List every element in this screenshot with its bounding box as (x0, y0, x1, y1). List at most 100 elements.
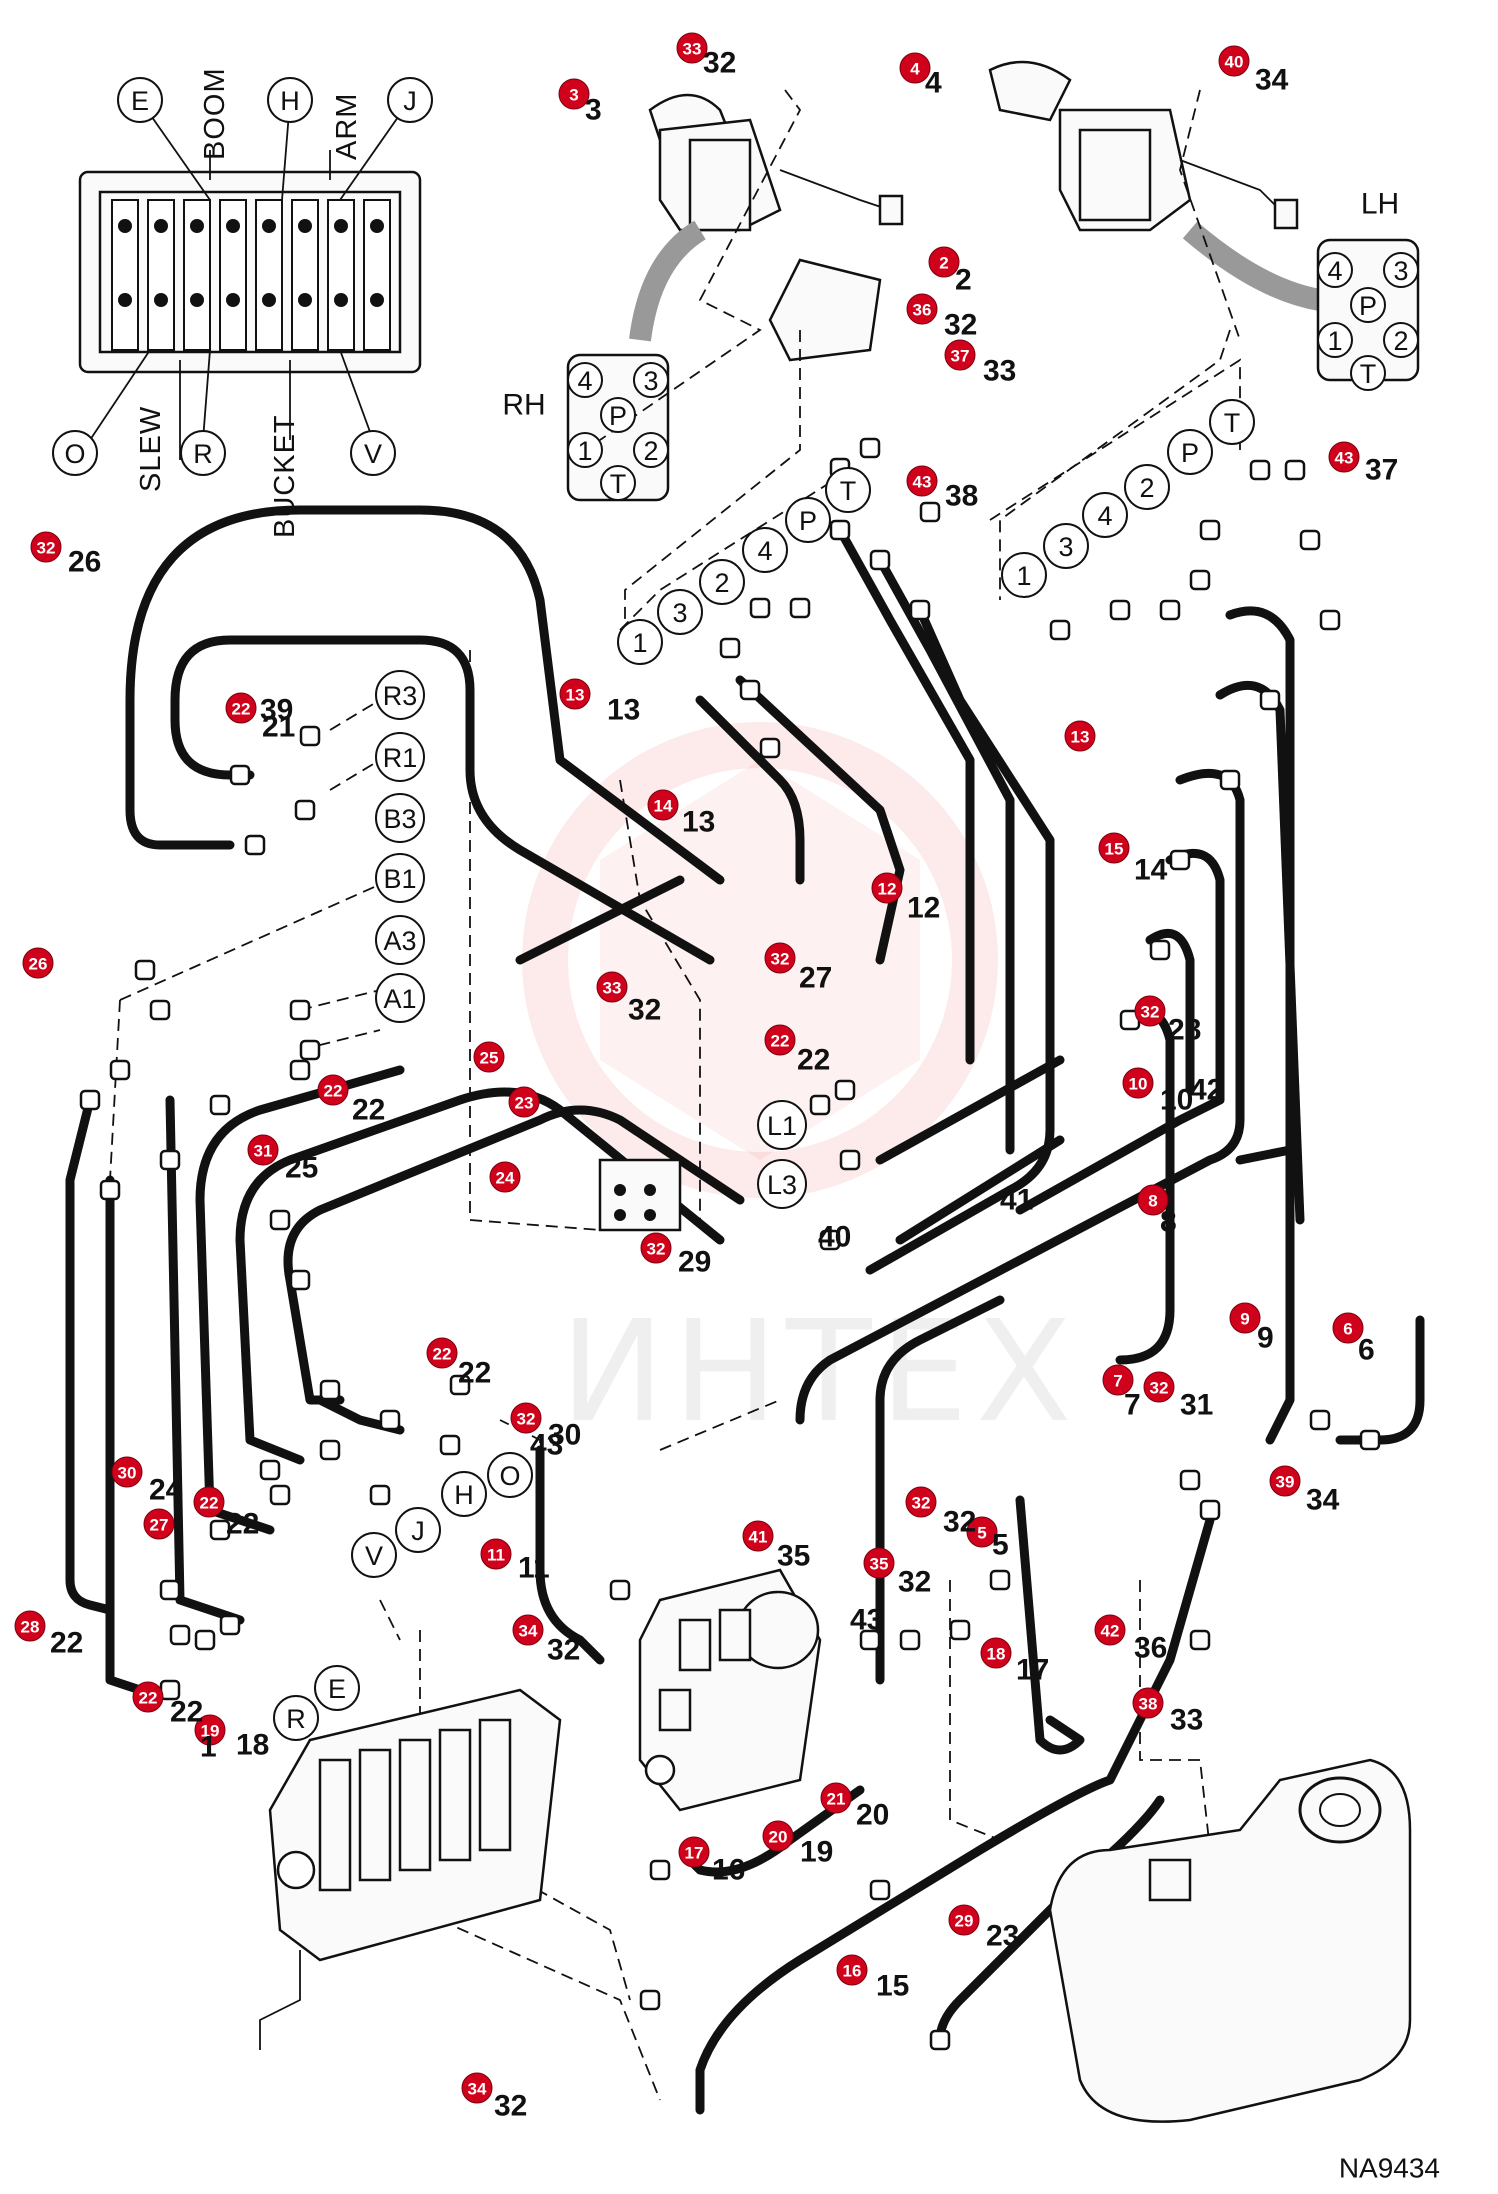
callout-disc (863, 1547, 895, 1579)
callout-number: 4 (910, 60, 920, 79)
hose-fitting (859, 437, 881, 459)
part-number-label: 24 (149, 1474, 183, 1507)
rh-port-1-ring (657, 589, 703, 635)
callout-marker: 2 (928, 246, 960, 278)
callout-number: 7 (1113, 1372, 1122, 1391)
callout-disc (1064, 720, 1096, 752)
part-number-label: 22 (458, 1357, 491, 1390)
callout-disc (111, 1456, 143, 1488)
callout-disc (1269, 1465, 1301, 1497)
hose-fitting (319, 1439, 341, 1461)
callout-disc (194, 1714, 226, 1746)
callout-disc (980, 1637, 1012, 1669)
callout-marker: 33 (676, 32, 708, 64)
callout-marker: 43 (906, 465, 938, 497)
callout-disc (676, 32, 708, 64)
callout-marker: 29 (948, 1904, 980, 1936)
valve-port-3: O (64, 439, 85, 469)
callout-marker: 3 (558, 78, 590, 110)
hose-fitting (134, 959, 156, 981)
part-number-label: 34 (1306, 1484, 1340, 1517)
callout-number: 22 (433, 1345, 452, 1364)
callout-disc (1122, 1067, 1154, 1099)
callout-disc (764, 1024, 796, 1056)
rh-pin-1: 3 (643, 366, 658, 396)
lh-port-2: 4 (1097, 501, 1112, 531)
part-number-label: 32 (703, 47, 736, 80)
lh-pin-3: 1 (1327, 326, 1342, 356)
hose-tag-mid-1: L3 (767, 1170, 797, 1200)
callout-number: 22 (139, 1689, 158, 1708)
callout-number: 33 (683, 40, 702, 59)
callout-disc (1102, 1364, 1134, 1396)
lh-port-0: 1 (1016, 561, 1031, 591)
callout-marker: 28 (14, 1610, 46, 1642)
hose-fitting (829, 519, 851, 541)
callout-marker: 22 (132, 1681, 164, 1713)
hose-fitting (869, 549, 891, 571)
callout-marker: 22 (193, 1486, 225, 1518)
hose-tag-lower-4: E (328, 1674, 346, 1704)
callout-disc (742, 1520, 774, 1552)
callout-marker: 13 (1064, 720, 1096, 752)
callout-number: 32 (37, 539, 56, 558)
hose-fitting (909, 599, 931, 621)
callout-marker: 17 (678, 1836, 710, 1868)
callout-disc (820, 1782, 852, 1814)
part-number-label: 11 (518, 1552, 550, 1585)
callout-disc (1143, 1371, 1175, 1403)
callout-marker: 22 (317, 1074, 349, 1106)
part-number-label: 35 (777, 1540, 810, 1573)
rh-pin-0-ring (567, 362, 603, 398)
callout-disc (678, 1836, 710, 1868)
hose-tag-lower-5-ring (273, 1695, 319, 1741)
callout-disc (30, 531, 62, 563)
callout-number: 35 (870, 1555, 889, 1574)
callout-disc (132, 1681, 164, 1713)
lh-port-4-ring (1167, 429, 1213, 475)
hose-fitting (989, 1569, 1011, 1591)
lh-joystick-label: LH (1361, 188, 1399, 221)
rh-port-1: 3 (672, 598, 687, 628)
hose-fitting (1179, 1469, 1201, 1491)
hose-fitting (269, 1209, 291, 1231)
part-number-label: 22 (226, 1508, 259, 1541)
callout-disc (1229, 1302, 1261, 1334)
figure-id: NA9434 (1339, 2153, 1440, 2184)
valve-port-2: J (403, 86, 417, 116)
hose-fitting (209, 1519, 231, 1541)
hose-fitting (369, 1484, 391, 1506)
callout-disc (944, 339, 976, 371)
part-number-label: 30 (548, 1419, 581, 1452)
callout-disc (762, 1820, 794, 1852)
rh-pin-1-ring (633, 362, 669, 398)
rh-pin-2-ring (600, 397, 636, 433)
hose-tag-left-5: A1 (383, 984, 416, 1014)
callout-marker: 32 (510, 1402, 542, 1434)
rh-joystick-label: RH (502, 389, 545, 422)
callout-disc (1328, 441, 1360, 473)
slew-section-label: SLEW (135, 406, 167, 492)
hose-tag-left-3: B1 (383, 864, 416, 894)
callout-marker: 4 (899, 52, 931, 84)
callout-marker: 25 (473, 1041, 505, 1073)
hose-fitting (749, 597, 771, 619)
part-number-label: 41 (1000, 1184, 1033, 1217)
callout-marker: 43 (1328, 441, 1360, 473)
callout-number: 36 (913, 301, 932, 320)
part-number-label: 32 (547, 1634, 580, 1667)
hose-fitting (299, 1039, 321, 1061)
lh-pin-0: 4 (1327, 256, 1342, 286)
callout-marker: 33 (596, 971, 628, 1003)
part-number-label: 5 (992, 1529, 1009, 1562)
part-number-label: 7 (1124, 1389, 1141, 1422)
callout-number: 22 (324, 1082, 343, 1101)
hydraulic-tank-29 (1048, 1758, 1412, 2123)
callout-marker: 37 (944, 339, 976, 371)
callout-disc (596, 971, 628, 1003)
hose-fitting (1259, 689, 1281, 711)
callout-disc (871, 872, 903, 904)
hose-fitting (834, 1079, 856, 1101)
part-number-label: 1 (200, 1731, 217, 1764)
callout-marker: 31 (247, 1134, 279, 1166)
